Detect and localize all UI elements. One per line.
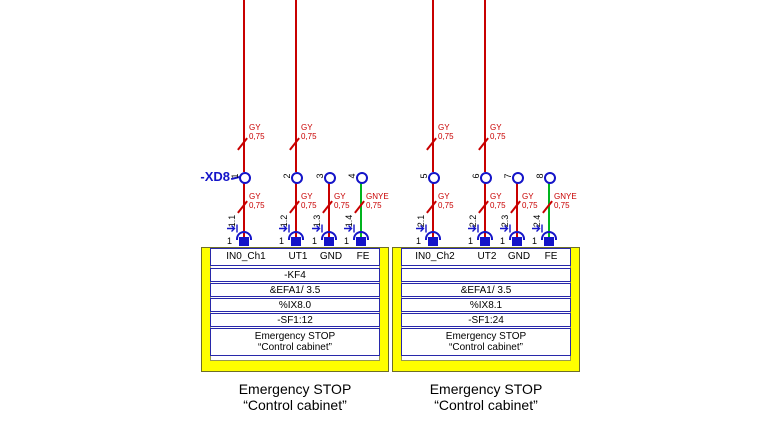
socket-arc-icon xyxy=(425,231,441,240)
pin-label: UT1 xyxy=(288,251,308,262)
caption-ch2: Emergency STOP “Control cabinet” xyxy=(429,381,543,413)
socket-arc-icon xyxy=(541,231,557,240)
pin-number: 1 xyxy=(227,236,233,246)
plug-direction-icon xyxy=(227,224,238,233)
pin-number: 1 xyxy=(279,236,285,246)
terminal-point-icon xyxy=(356,172,368,184)
wire-incoming xyxy=(432,0,434,172)
terminal-point-icon xyxy=(239,172,251,184)
pin-label: UT2 xyxy=(477,251,497,262)
wire-outgoing xyxy=(516,181,518,238)
pin-label: IN0_Ch2 xyxy=(415,251,455,262)
socket-arc-icon xyxy=(509,231,525,240)
pin-label: GND xyxy=(319,251,343,262)
plug-direction-icon xyxy=(279,224,290,233)
plug-direction-icon xyxy=(312,224,323,233)
pin-number: 1 xyxy=(500,236,506,246)
pin-number: 1 xyxy=(416,236,422,246)
pin-label-row: IN0_Ch1 UT1 GND FE xyxy=(210,248,380,266)
description-row: Emergency STOP “Control cabinet” xyxy=(401,328,571,356)
wire-incoming xyxy=(484,0,486,172)
terminal-point-icon xyxy=(544,172,556,184)
socket-arc-icon xyxy=(477,231,493,240)
wire-incoming xyxy=(243,0,245,172)
caption-ch1: Emergency STOP “Control cabinet” xyxy=(238,381,352,413)
device-box-ch1: IN0_Ch1 UT1 GND FE -KF4 &EFA1/ 3.5 %IX8.… xyxy=(201,247,389,372)
pin-label: FE xyxy=(356,251,370,262)
terminal-strip-label: -XD8 xyxy=(200,169,230,184)
pin-number: 1 xyxy=(468,236,474,246)
pin-number: 1 xyxy=(532,236,538,246)
plug-pin-icon xyxy=(512,237,522,246)
wire-outgoing xyxy=(243,181,245,238)
terminal-point-icon xyxy=(512,172,524,184)
terminal-point-icon xyxy=(291,172,303,184)
device-box-inner: IN0_Ch1 UT1 GND FE -KF4 &EFA1/ 3.5 %IX8.… xyxy=(210,248,380,361)
wire-outgoing xyxy=(432,181,434,238)
wire-outgoing xyxy=(360,181,362,238)
terminal-point-icon xyxy=(480,172,492,184)
description-row: Emergency STOP “Control cabinet” xyxy=(210,328,380,356)
plug-pin-icon xyxy=(428,237,438,246)
wire-incoming xyxy=(295,0,297,172)
plug-pin-icon xyxy=(544,237,554,246)
plc-address-row: %IX8.0 xyxy=(210,298,380,312)
terminal-point-icon xyxy=(324,172,336,184)
plug-pin-icon xyxy=(239,237,249,246)
device-box-ch2: IN0_Ch2 UT2 GND FE &EFA1/ 3.5 %IX8.1 -SF… xyxy=(392,247,580,372)
device-tag-row: -KF4 xyxy=(210,268,380,282)
plug-direction-icon xyxy=(468,224,479,233)
contact-row: -SF1:24 xyxy=(401,313,571,327)
pin-label: IN0_Ch1 xyxy=(226,251,266,262)
socket-arc-icon xyxy=(353,231,369,240)
wire-outgoing xyxy=(484,181,486,238)
wire-outgoing xyxy=(548,181,550,238)
socket-arc-icon xyxy=(236,231,252,240)
plug-pin-icon xyxy=(356,237,366,246)
plug-pin-icon xyxy=(324,237,334,246)
plug-direction-icon xyxy=(416,224,427,233)
plug-pin-icon xyxy=(291,237,301,246)
plug-direction-icon xyxy=(344,224,355,233)
plc-address-row: %IX8.1 xyxy=(401,298,571,312)
socket-arc-icon xyxy=(321,231,337,240)
wire-outgoing xyxy=(295,181,297,238)
terminal-point-icon xyxy=(428,172,440,184)
device-box-inner: IN0_Ch2 UT2 GND FE &EFA1/ 3.5 %IX8.1 -SF… xyxy=(401,248,571,361)
socket-arc-icon xyxy=(288,231,304,240)
plug-pin-icon xyxy=(480,237,490,246)
pin-number: 1 xyxy=(344,236,350,246)
plug-direction-icon xyxy=(532,224,543,233)
plug-direction-icon xyxy=(500,224,511,233)
pin-label: GND xyxy=(507,251,531,262)
function-row: &EFA1/ 3.5 xyxy=(401,283,571,297)
device-tag-row xyxy=(401,268,571,282)
pin-number: 1 xyxy=(312,236,318,246)
pin-label: FE xyxy=(544,251,558,262)
function-row: &EFA1/ 3.5 xyxy=(210,283,380,297)
wire-outgoing xyxy=(328,181,330,238)
contact-row: -SF1:12 xyxy=(210,313,380,327)
pin-label-row: IN0_Ch2 UT2 GND FE xyxy=(401,248,571,266)
